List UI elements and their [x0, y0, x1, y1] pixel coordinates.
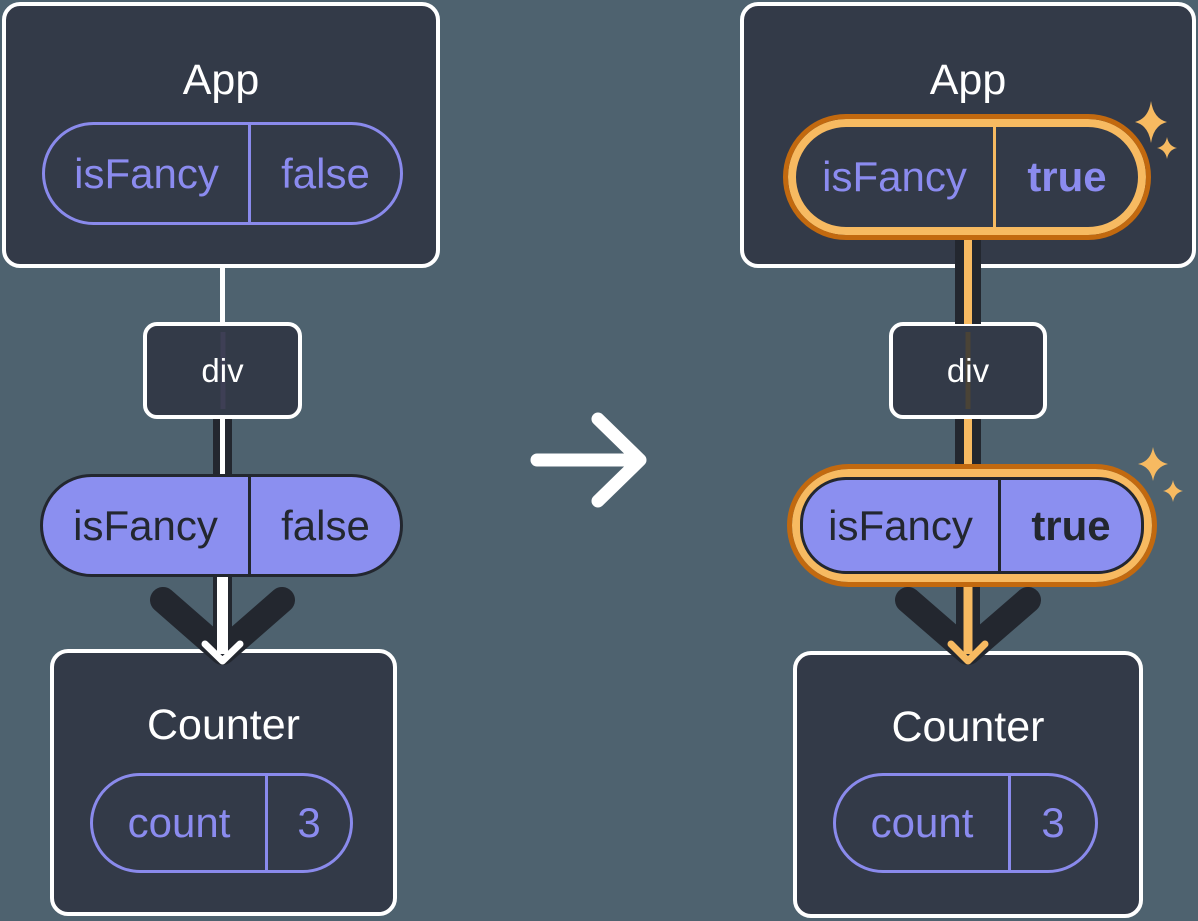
state-pill-counter-after: count 3	[833, 773, 1098, 873]
prop-pill-app-after-highlighted: isFancy true	[783, 114, 1151, 240]
prop-value: false	[281, 149, 370, 197]
prop-name-cell: isFancy	[803, 480, 1001, 571]
state-pill-counter-before: count 3	[90, 773, 353, 873]
prop-pill-content: isFancy true	[800, 477, 1144, 574]
passed-prop-pill-after-highlighted: isFancy true	[787, 464, 1157, 587]
state-name-cell: count	[836, 776, 1011, 870]
prop-name-cell: isFancy	[45, 125, 251, 222]
state-name-cell: count	[93, 776, 268, 870]
prop-value: false	[281, 501, 370, 549]
div-box-before: div	[143, 322, 302, 419]
flow-arrowhead-dark-icon	[150, 587, 295, 665]
prop-name: isFancy	[822, 153, 967, 200]
prop-pill-app-before: isFancy false	[42, 122, 403, 225]
state-value-cell: 3	[268, 776, 350, 870]
prop-value-cell: false	[251, 477, 400, 574]
prop-name: isFancy	[828, 501, 973, 549]
prop-name-cell: isFancy	[796, 127, 996, 227]
app-title: App	[929, 56, 1007, 104]
prop-name-cell: isFancy	[43, 477, 251, 574]
app-title: App	[182, 56, 260, 104]
state-name: count	[127, 799, 231, 846]
prop-pill-content: isFancy true	[796, 127, 1138, 227]
prop-name: isFancy	[74, 149, 219, 197]
state-value: 3	[1041, 799, 1065, 846]
sparkle-icon	[1163, 480, 1183, 502]
pill-to-counter-band	[213, 574, 232, 644]
pill-to-counter-band	[956, 581, 980, 645]
right-flow-connectors	[895, 236, 1041, 665]
div-label: div	[946, 351, 990, 389]
passed-prop-pill-before: isFancy false	[40, 474, 403, 577]
counter-title: Counter	[147, 701, 300, 749]
state-value: 3	[297, 799, 321, 846]
state-value-cell: 3	[1011, 776, 1095, 870]
flow-arrowhead-dark-icon	[895, 587, 1041, 665]
div-label: div	[201, 351, 244, 389]
prop-value-cell: false	[251, 125, 400, 222]
div-box-after: div	[889, 322, 1047, 419]
counter-card-before: Counter	[50, 649, 397, 916]
div-to-pill-band	[213, 419, 232, 481]
counter-title: Counter	[891, 703, 1045, 751]
transition-arrow-icon	[530, 412, 647, 508]
prop-value-cell: true	[1001, 480, 1141, 571]
prop-value: true	[1031, 501, 1111, 549]
sparkle-icon	[1138, 447, 1168, 481]
prop-value-cell: true	[996, 127, 1138, 227]
prop-name: isFancy	[73, 501, 218, 549]
prop-flow-inner-line	[220, 332, 225, 409]
prop-flow-inner-line	[965, 332, 971, 409]
state-name: count	[870, 799, 974, 846]
prop-value: true	[1027, 153, 1107, 200]
